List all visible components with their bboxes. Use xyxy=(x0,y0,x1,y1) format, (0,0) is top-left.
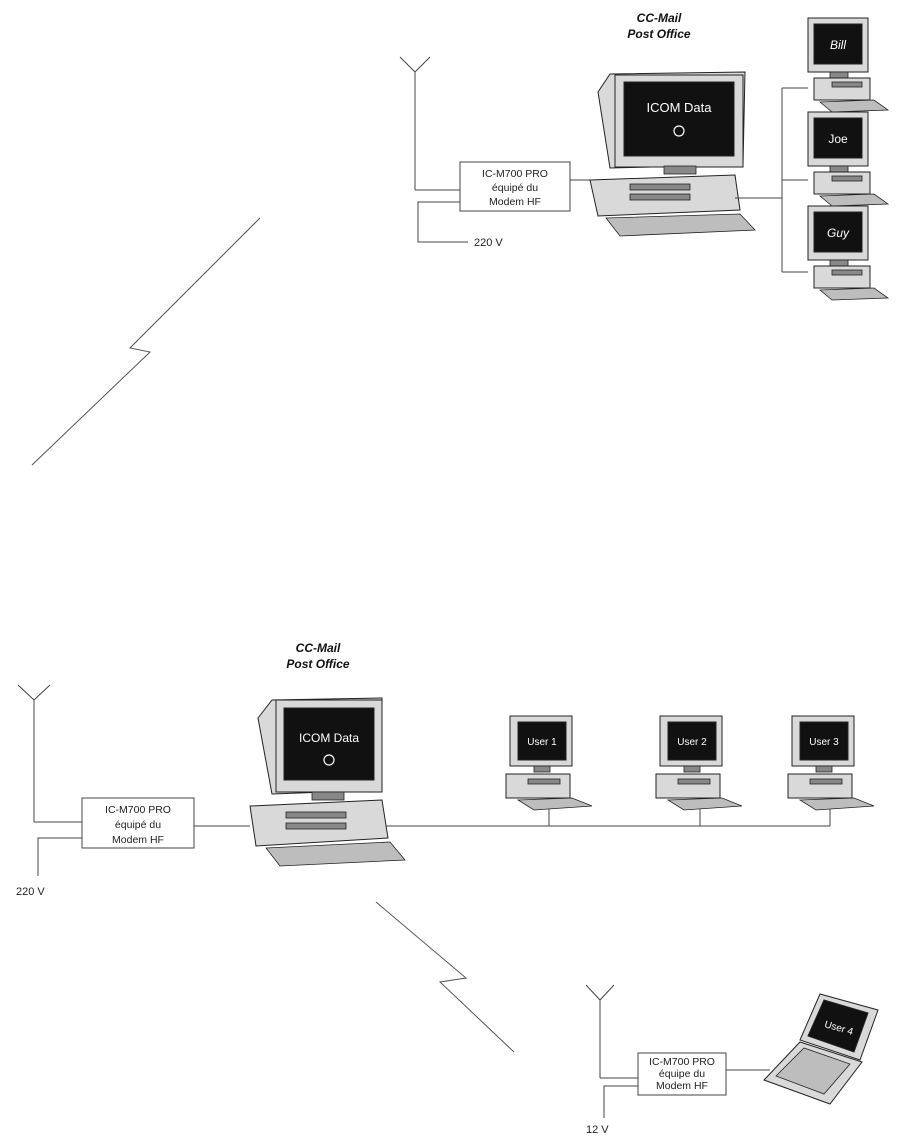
top-network: IC-M700 PRO équipé du Modem HF 220 V CC-… xyxy=(399,11,890,301)
bottom-radio-modem-box: IC-M700 PRO équipé du Modem HF xyxy=(81,797,195,849)
mobile-radio-modem-box: IC-M700 PRO équipe du Modem HF xyxy=(637,1052,727,1096)
top-client-computer-icon: Guy xyxy=(807,205,890,301)
mobile-radio-link-bolt xyxy=(375,901,515,1053)
bottom-antenna-icon xyxy=(17,684,51,822)
radio-link-bolt xyxy=(31,217,261,466)
top-radio-modem-box: IC-M700 PRO équipé du Modem HF xyxy=(459,161,571,212)
bottom-client-name: User 1 xyxy=(527,737,557,748)
mobile-power-cable xyxy=(603,1085,638,1118)
bottom-client-computer-icon: User 3 xyxy=(787,715,875,811)
top-post-office-title: CC-Mail xyxy=(637,11,682,25)
top-radio-modem: Modem HF xyxy=(489,196,541,208)
mobile-voltage-label: 12 V xyxy=(586,1124,609,1136)
bottom-client-bus xyxy=(386,800,831,827)
bottom-server-computer-icon: ICOM Data xyxy=(249,697,406,867)
top-client-bus xyxy=(735,87,808,273)
bottom-client-computer-icon: User 2 xyxy=(655,715,743,811)
top-antenna-icon xyxy=(399,56,431,190)
top-client-name: Bill xyxy=(830,38,846,52)
bottom-post-office-title: CC-Mail xyxy=(296,641,341,655)
bottom-power-cable xyxy=(37,837,82,876)
top-power-cable xyxy=(417,201,468,243)
top-client-computer-icon: Bill xyxy=(807,17,890,113)
mobile-station: IC-M700 PRO équipe du Modem HF 12 V User… xyxy=(585,984,879,1136)
laptop-computer-icon: User 4 xyxy=(763,993,879,1105)
mobile-radio-modem: Modem HF xyxy=(656,1080,708,1092)
top-client-computer-icon: Joe xyxy=(807,111,890,207)
bottom-post-office-subtitle: Post Office xyxy=(286,657,349,671)
bottom-network: IC-M700 PRO équipé du Modem HF 220 V CC-… xyxy=(16,641,875,898)
bottom-radio-modem: Modem HF xyxy=(112,834,164,846)
bottom-client-computer-icon: User 1 xyxy=(505,715,593,811)
top-client-name: Guy xyxy=(827,226,850,240)
bottom-radio-equip: équipé du xyxy=(115,819,161,831)
mobile-antenna-icon xyxy=(585,984,615,1078)
bottom-client-name: User 3 xyxy=(809,737,839,748)
top-voltage-label: 220 V xyxy=(474,237,503,249)
bottom-client-name: User 2 xyxy=(677,737,707,748)
bottom-server-screen-text: ICOM Data xyxy=(299,731,359,745)
bottom-voltage-label: 220 V xyxy=(16,886,45,898)
top-server-computer-icon: ICOM Data xyxy=(589,71,756,237)
top-radio-model: IC-M700 PRO xyxy=(482,168,548,180)
mobile-radio-model: IC-M700 PRO xyxy=(649,1056,715,1068)
bottom-radio-model: IC-M700 PRO xyxy=(105,804,171,816)
top-client-name: Joe xyxy=(828,132,848,146)
top-post-office-subtitle: Post Office xyxy=(627,27,690,41)
top-server-screen-text: ICOM Data xyxy=(646,100,712,115)
mobile-radio-equip: équipe du xyxy=(659,1068,705,1080)
top-radio-equip: équipé du xyxy=(492,182,538,194)
